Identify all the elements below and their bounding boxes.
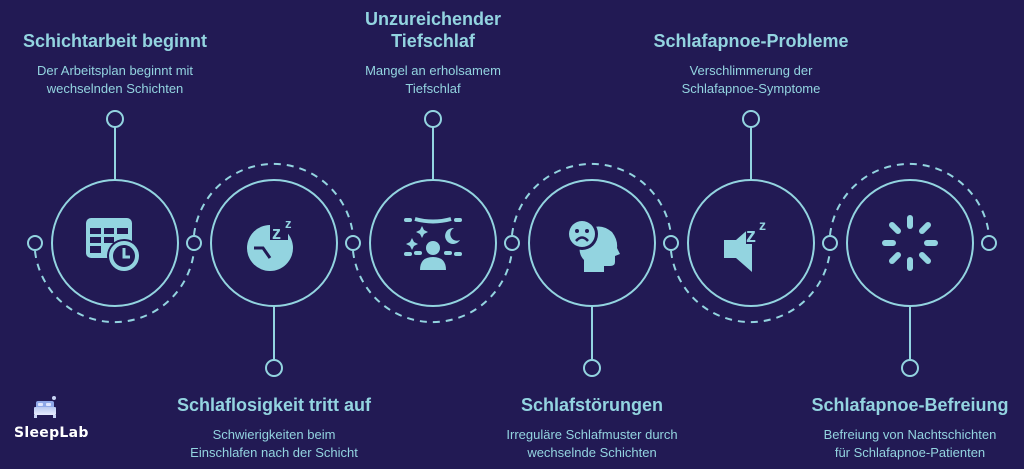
- step-6-description-line-2: für Schlafapnoe-Patienten: [834, 445, 986, 460]
- sleeplab-logo: SleepLab: [14, 395, 89, 441]
- svg-text:z: z: [272, 223, 281, 243]
- step-4-title: Schlafstörungen: [520, 395, 663, 415]
- step-1-title: Schichtarbeit beginnt: [22, 31, 208, 51]
- step-4-label: Schlafstörungen Irreguläre Schlafmuster …: [506, 394, 677, 462]
- junction-nodes: [27, 235, 997, 251]
- step-4-description: Irreguläre Schlafmuster durch wechselnde…: [506, 426, 677, 462]
- step-5-description-line-2: Schlafapnoe-Symptome: [681, 81, 821, 96]
- step-4-description-line-2: wechselnde Schichten: [527, 445, 657, 460]
- clock-sleep-icon: z z: [247, 216, 293, 271]
- sad-head-icon: [566, 218, 620, 272]
- step-6-description-line-1: Befreiung von Nachtschichten: [823, 427, 997, 442]
- step-5-title: Schlafapnoe-Probleme: [653, 31, 849, 51]
- step-2-title: Schlaflosigkeit tritt auf: [176, 395, 372, 415]
- svg-text:z: z: [759, 217, 766, 233]
- svg-text:z: z: [746, 225, 756, 247]
- step-5-label: Schlafapnoe-Probleme Verschlimmerung der…: [653, 30, 848, 98]
- logo-text: SleepLab: [14, 425, 89, 441]
- step-1-description-line-2: wechselnden Schichten: [46, 81, 184, 96]
- step-6-description: Befreiung von Nachtschichten für Schlafa…: [811, 426, 1008, 462]
- step-2-description-line-1: Schwierigkeiten beim: [212, 427, 336, 442]
- step-6-label: Schlafapnoe-Befreiung Befreiung von Nach…: [811, 394, 1008, 462]
- step-4-description-line-1: Irreguläre Schlafmuster durch: [506, 427, 678, 442]
- step-3-description-line-2: Tiefschlaf: [405, 81, 461, 96]
- calendar-clock-icon: [86, 218, 141, 273]
- step-3-title-line-1: Unzureichender: [364, 9, 502, 29]
- loading-spinner-icon: [882, 215, 938, 271]
- step-5-description: Verschlimmerung der Schlafapnoe-Symptome: [653, 62, 848, 98]
- dashed-wave-connector: [34, 162, 990, 324]
- step-1-description: Der Arbeitsplan beginnt mit wechselnden …: [23, 62, 207, 98]
- stems: [114, 127, 911, 360]
- night-sky-person-icon: [404, 217, 462, 270]
- step-3-description-line-1: Mangel an erholsamem: [365, 63, 501, 78]
- step-1-label: Schichtarbeit beginnt Der Arbeitsplan be…: [23, 30, 207, 98]
- step-3-description: Mangel an erholsamem Tiefschlaf: [365, 62, 501, 98]
- step-6-title: Schlafapnoe-Befreiung: [811, 395, 1009, 415]
- step-2-description-line-2: Einschlafen nach der Schicht: [190, 445, 358, 460]
- step-2-description: Schwierigkeiten beim Einschlafen nach de…: [177, 426, 371, 462]
- step-5-description-line-1: Verschlimmerung der: [689, 63, 813, 78]
- step-3-title: Unzureichender Tiefschlaf: [365, 8, 501, 52]
- step-1-description-line-1: Der Arbeitsplan beginnt mit: [36, 63, 194, 78]
- snore-speaker-icon: z z: [724, 217, 766, 272]
- stem-end-nodes: [106, 110, 919, 377]
- step-3-title-line-2: Tiefschlaf: [391, 31, 475, 51]
- step-2-label: Schlaflosigkeit tritt auf Schwierigkeite…: [177, 394, 371, 462]
- step-3-label: Unzureichender Tiefschlaf Mangel an erho…: [365, 8, 501, 98]
- svg-text:z: z: [285, 216, 292, 231]
- bed-icon: [34, 396, 56, 418]
